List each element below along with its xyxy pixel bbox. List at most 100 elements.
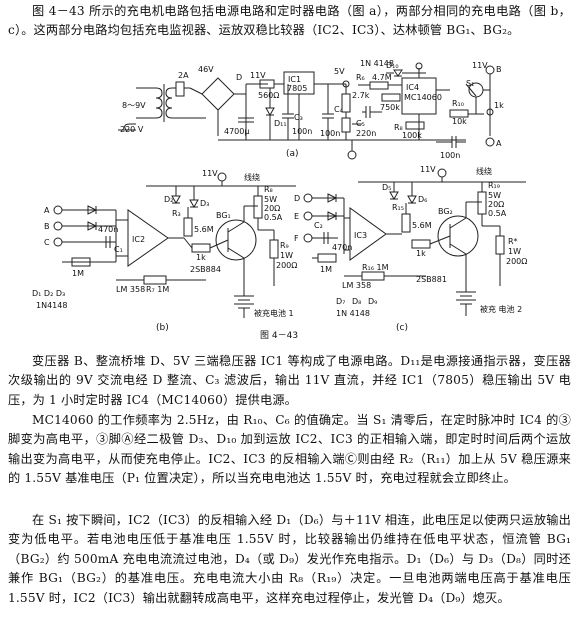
label-b-c: C <box>44 238 50 247</box>
label-c-r19a: 5W <box>488 191 501 200</box>
label-sub-c: (c) <box>396 323 408 333</box>
label-d10: D₁₀ <box>386 61 399 70</box>
label-pin-b: B <box>496 65 502 74</box>
label-c-rv: R₁₆ 1M <box>362 263 389 272</box>
label-b-lm: LM 358 <box>116 285 145 294</box>
label-c-r20a: 1W <box>508 247 521 256</box>
label-c5v: 220n <box>356 129 376 138</box>
paragraph-timer: MC14060 的工作频率为 2.5Hz，由 R₁₀、C₆ 的值确定。当 S₁ … <box>8 413 571 486</box>
label-sub-b: (b) <box>156 323 169 333</box>
label-5v: 5V <box>334 67 345 76</box>
label-b-r5v: 1k <box>196 253 206 262</box>
label-b-ic2: IC2 <box>132 235 145 244</box>
label-b-wind: 线绕 <box>244 172 260 182</box>
label-c-d9: D₉ <box>368 297 377 306</box>
label-b-r9v: 1W <box>280 251 293 260</box>
label-c-trans: 2SB881 <box>416 275 447 284</box>
label-c-d6: D₆ <box>418 195 427 204</box>
label-c-r13v: 1k <box>416 249 426 258</box>
label-b-r9: R₉ <box>280 241 289 250</box>
label-r10: R₁₀ <box>452 99 464 108</box>
label-b-r8a: 5W <box>264 195 277 204</box>
label-b-r3: R₃ <box>172 209 181 218</box>
label-c-e: E <box>294 212 299 221</box>
label-c-r20: R* <box>508 237 518 246</box>
label-b-diode-part: 1N4148 <box>36 301 67 310</box>
label-r1: 560Ω <box>258 91 279 100</box>
label-c3: C₃ <box>294 113 303 122</box>
label-c-d5: D₅ <box>382 183 391 192</box>
paragraph-power-supply: 变压器 B、整流桥堆 D、5V 三端稳压器 IC1 等构成了电源电路。D₁₁是电… <box>8 354 571 407</box>
label-c4: C₄ <box>334 105 343 114</box>
label-c-r14v: 5.6M <box>412 221 432 230</box>
label-ac: 220 V <box>120 125 144 134</box>
label-c-batt: 被充 电池 2 <box>480 304 522 314</box>
label-c-c2: C₂ <box>314 221 323 230</box>
label-c-bg2: BG₂ <box>438 207 453 216</box>
label-sub-a: (a) <box>286 149 299 159</box>
label-c-f: F <box>294 234 299 243</box>
label-c-r20b: 200Ω <box>506 257 527 266</box>
label-c-ic3: IC3 <box>354 231 367 240</box>
label-rb: 1k <box>494 101 504 110</box>
circuit-diagram: 220 V 8～9V 2A 46V D 11V 560Ω IC1 7805 47… <box>32 59 527 341</box>
label-c-11v: 11V <box>420 165 436 174</box>
label-b-bg1: BG₁ <box>216 211 231 220</box>
label-c3v: 100n <box>292 127 312 136</box>
label-b-c1v: 470n <box>98 225 118 234</box>
label-r8: R₈ <box>394 123 403 132</box>
label-ra: 2.7k <box>352 91 370 100</box>
label-tap: 8～9V <box>122 101 146 110</box>
label-b-b: B <box>44 222 50 231</box>
label-c-r19c: 0.5A <box>488 209 507 218</box>
figure-caption: 图 4－43 <box>260 330 298 341</box>
label-b-a: A <box>44 206 50 215</box>
label-11v-b: 11V <box>472 61 488 70</box>
circuit-figure: 220 V 8～9V 2A 46V D 11V 560Ω IC1 7805 47… <box>6 59 573 343</box>
label-r7v: 750k <box>380 103 400 112</box>
label-s1: S₁ <box>466 79 474 88</box>
label-c-dpart: 1N 4148 <box>336 309 370 318</box>
label-b-r8b: 20Ω <box>264 204 280 213</box>
label-c-d: D <box>294 194 300 203</box>
label-r10v: 10k <box>452 117 467 126</box>
label-ic1-part: 7805 <box>287 84 307 93</box>
label-b-r1v: 1M <box>72 269 84 278</box>
label-b-batt: 被充电池 1 <box>254 308 294 318</box>
label-cin: 4700μ <box>224 127 249 136</box>
label-c4v: 100n <box>320 129 340 138</box>
label-d11: D₁₁ <box>274 119 287 128</box>
intro-paragraph: 图 4－43 所示的充电机电路包括电源电路和定时器电路（图 a），两部分相同的充… <box>8 4 571 38</box>
label-b-trans: 2SB884 <box>190 265 221 274</box>
label-bridge: D <box>236 73 242 82</box>
label-c-c2v: 470n <box>332 243 352 252</box>
label-b-11v: 11V <box>202 169 218 178</box>
label-ic4: IC4 <box>406 83 419 92</box>
label-r6: R₆ <box>356 73 365 82</box>
label-b-diodes: D₁ D₂ D₃ <box>32 289 65 298</box>
label-ic1: IC1 <box>288 75 301 84</box>
label-b-d3: D₃ <box>200 199 209 208</box>
label-b-d2: D₂ <box>164 195 173 204</box>
label-c-r15: R₁₅ <box>392 203 404 212</box>
label-c-wind: 线绕 <box>476 166 492 176</box>
label-c-d8: D₈ <box>352 297 361 306</box>
label-c-r12v: 1M <box>320 265 332 274</box>
label-c-d7: D₇ <box>336 297 345 306</box>
label-b-r8c: 0.5A <box>264 213 283 222</box>
label-c-r19b: 20Ω <box>488 200 504 209</box>
label-11v: 11V <box>250 71 266 80</box>
label-b-rv: R₇ 1M <box>146 285 169 294</box>
label-c6v: 100n <box>440 151 460 160</box>
label-b-r9w: 200Ω <box>276 261 297 270</box>
label-b-r8: R₈ <box>264 185 273 194</box>
label-b-r6v: 5.6M <box>194 225 214 234</box>
label-r8v: 100k <box>402 131 422 140</box>
label-pin-a: A <box>496 139 502 148</box>
label-b-c1: C₁ <box>114 245 123 254</box>
label-d10-part: 1N 4148 <box>360 60 394 68</box>
label-c-r19: R₁₉ <box>488 181 500 190</box>
label-46v: 46V <box>198 65 214 74</box>
label-c5: C₅ <box>356 119 365 128</box>
label-fuse: 2A <box>178 71 189 80</box>
